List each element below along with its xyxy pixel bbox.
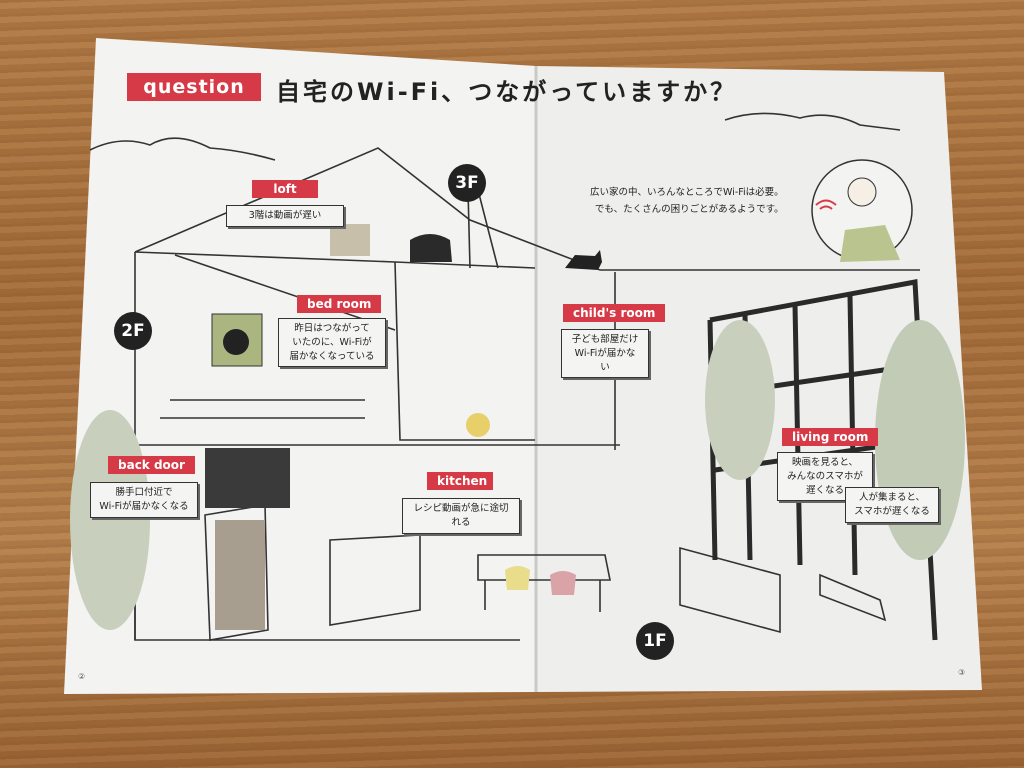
- room-note-bed-room: 昨日はつながって いたのに、Wi-Fiが 届かなくなっている: [278, 318, 386, 368]
- apple-icon: [223, 329, 249, 355]
- room-tag-living-room: living room: [782, 428, 879, 446]
- person-head: [847, 177, 877, 207]
- tree-window: [705, 320, 775, 480]
- question-badge: question: [127, 73, 261, 101]
- person-illustration: [840, 225, 900, 262]
- chair-pink: [550, 571, 576, 595]
- chair-yellow: [505, 566, 530, 590]
- page-number-left: ②: [78, 672, 86, 681]
- floor-badge-2f: 2F: [114, 312, 152, 350]
- room-note-back-door: 勝手口付近で Wi-Fiが届かなくなる: [90, 482, 198, 518]
- dark-doorway: [205, 448, 290, 508]
- room-tag-kitchen: kitchen: [427, 472, 493, 490]
- cat-icon: [565, 250, 602, 270]
- tree-left: [70, 410, 150, 630]
- tree-right: [875, 320, 965, 560]
- loft-stairs: [330, 224, 370, 256]
- room-tag-childs-room: child's room: [563, 304, 666, 322]
- floor-badge-1f: 1F: [636, 622, 674, 660]
- room-tag-back-door: back door: [108, 456, 195, 474]
- room-note-childs-room: 子ども部屋だけ Wi-Fiが届かない: [561, 329, 649, 379]
- room-note-kitchen: レシピ動画が急に途切れる: [402, 498, 520, 534]
- armchair: [410, 234, 452, 262]
- teddy-bear: [466, 413, 490, 437]
- room-note-loft: 3階は動画が遅い: [226, 205, 344, 227]
- intro-text: 広い家の中、いろんなところでWi-Fiは必要。 でも、たくさんの困りごとがあるよ…: [590, 187, 784, 216]
- page-headline: 自宅のWi-Fi、つながっていますか？: [276, 78, 738, 106]
- fridge: [215, 520, 265, 630]
- room-tag-loft: loft: [252, 180, 318, 198]
- room-note-living-room-2: 人が集まると、 スマホが遅くなる: [845, 487, 939, 523]
- room-tag-bed-room: bed room: [297, 295, 382, 313]
- wifi-icon: [815, 199, 837, 210]
- floor-badge-3f: 3F: [448, 164, 486, 202]
- room-note-living-room: 映画を見ると、 みんなのスマホが 遅くなる: [777, 452, 873, 502]
- page-number-right: ③: [958, 668, 966, 677]
